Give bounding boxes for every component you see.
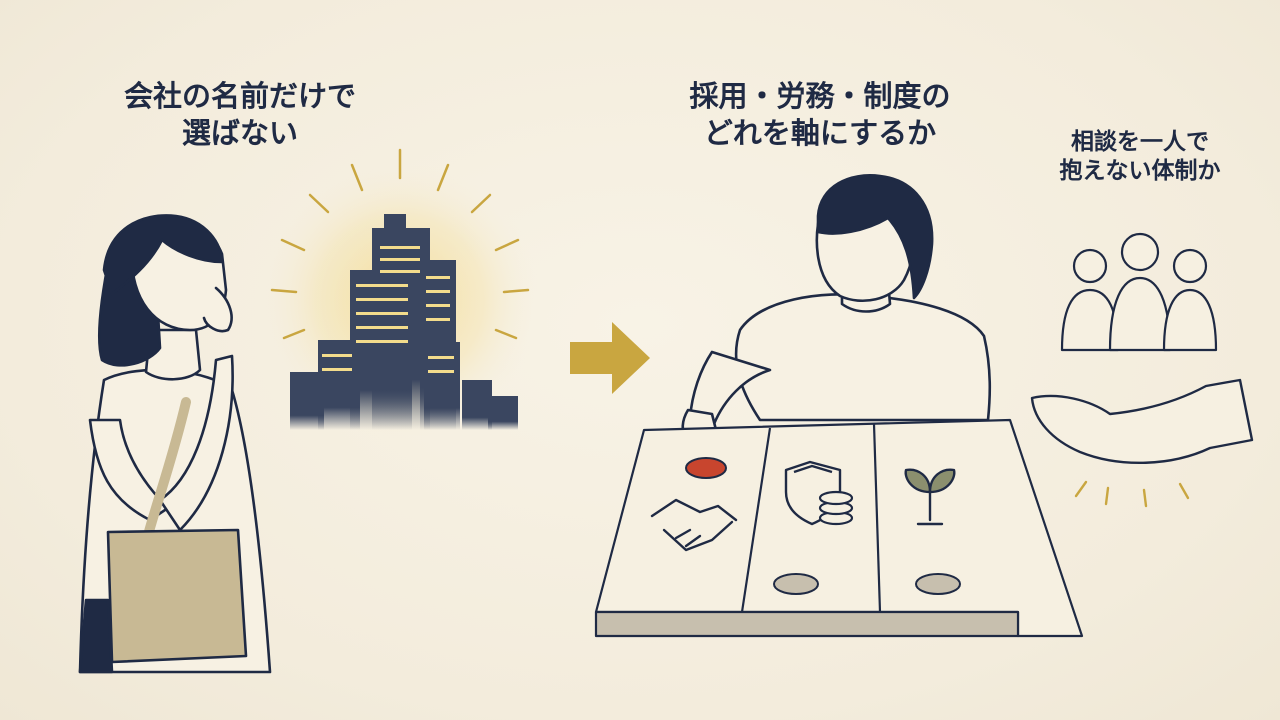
woman-thinking xyxy=(78,214,272,674)
token-neutral-right xyxy=(915,573,961,595)
coins-icon xyxy=(818,490,854,526)
city-windows xyxy=(322,246,454,373)
handshake-icon xyxy=(650,498,738,552)
sprout-icon xyxy=(904,468,956,526)
token-selected xyxy=(685,457,727,479)
caption-right: 相談を一人で 抱えない体制か xyxy=(1010,128,1270,187)
caption-center-line2: どれを軸にするか xyxy=(703,116,937,151)
woman-choosing xyxy=(681,174,992,444)
caption-left: 会社の名前だけで 選ばない xyxy=(60,78,420,152)
caption-center-line1: 採用・労務・制度の xyxy=(689,79,951,113)
support-hand xyxy=(1030,378,1254,464)
token-neutral-middle xyxy=(773,573,819,595)
caption-right-line2: 抱えない体制か xyxy=(1059,158,1221,185)
caption-center: 採用・労務・制度の どれを軸にするか xyxy=(620,78,1020,152)
choice-board xyxy=(594,418,1084,638)
caption-left-line2: 選ばない xyxy=(181,116,298,151)
caption-right-line1: 相談を一人で xyxy=(1071,129,1209,155)
team-people xyxy=(1060,232,1218,352)
caption-left-line1: 会社の名前だけで xyxy=(123,79,356,113)
arrow-right-icon xyxy=(570,322,650,394)
hand-rays xyxy=(1074,480,1190,508)
glow-rays xyxy=(270,148,530,340)
